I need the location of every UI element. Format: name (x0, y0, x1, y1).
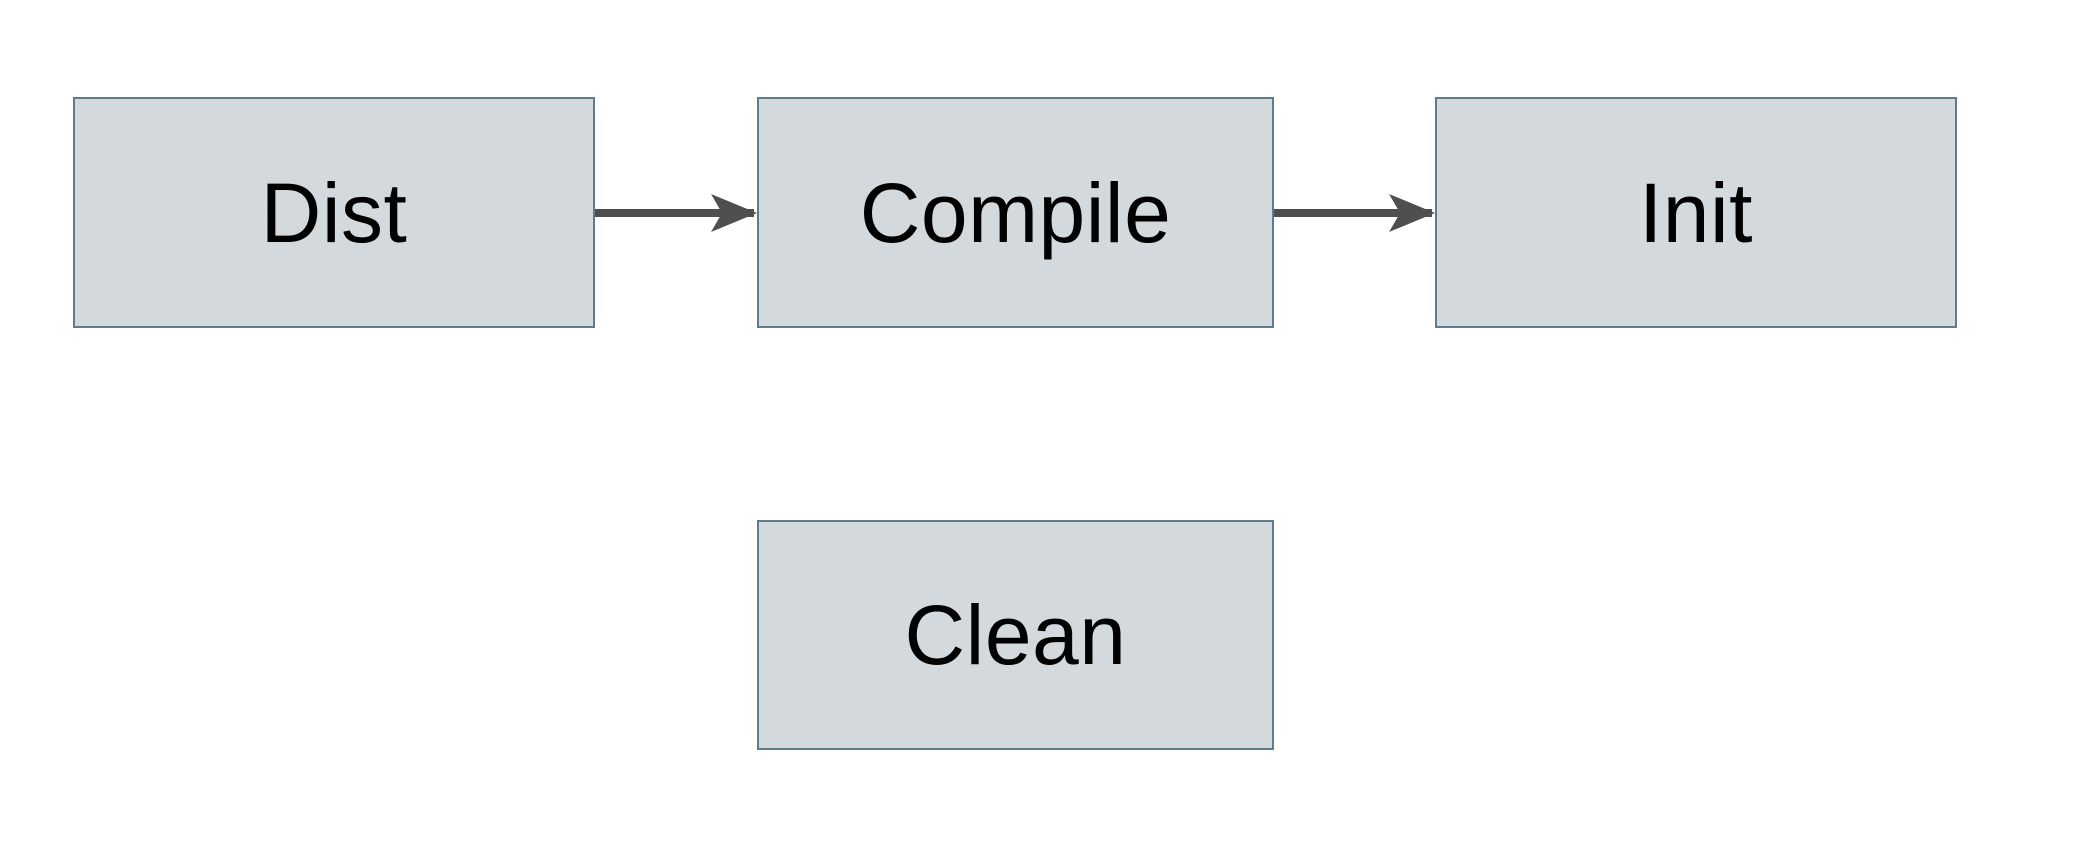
node-dist-label: Dist (260, 165, 408, 260)
node-clean[interactable]: Clean (757, 520, 1274, 750)
node-init-label: Init (1638, 165, 1754, 260)
node-clean-label: Clean (904, 588, 1127, 682)
node-init[interactable]: Init (1435, 97, 1957, 328)
node-dist[interactable]: Dist (73, 97, 595, 328)
node-compile[interactable]: Compile (757, 97, 1274, 328)
node-compile-label: Compile (859, 165, 1172, 260)
